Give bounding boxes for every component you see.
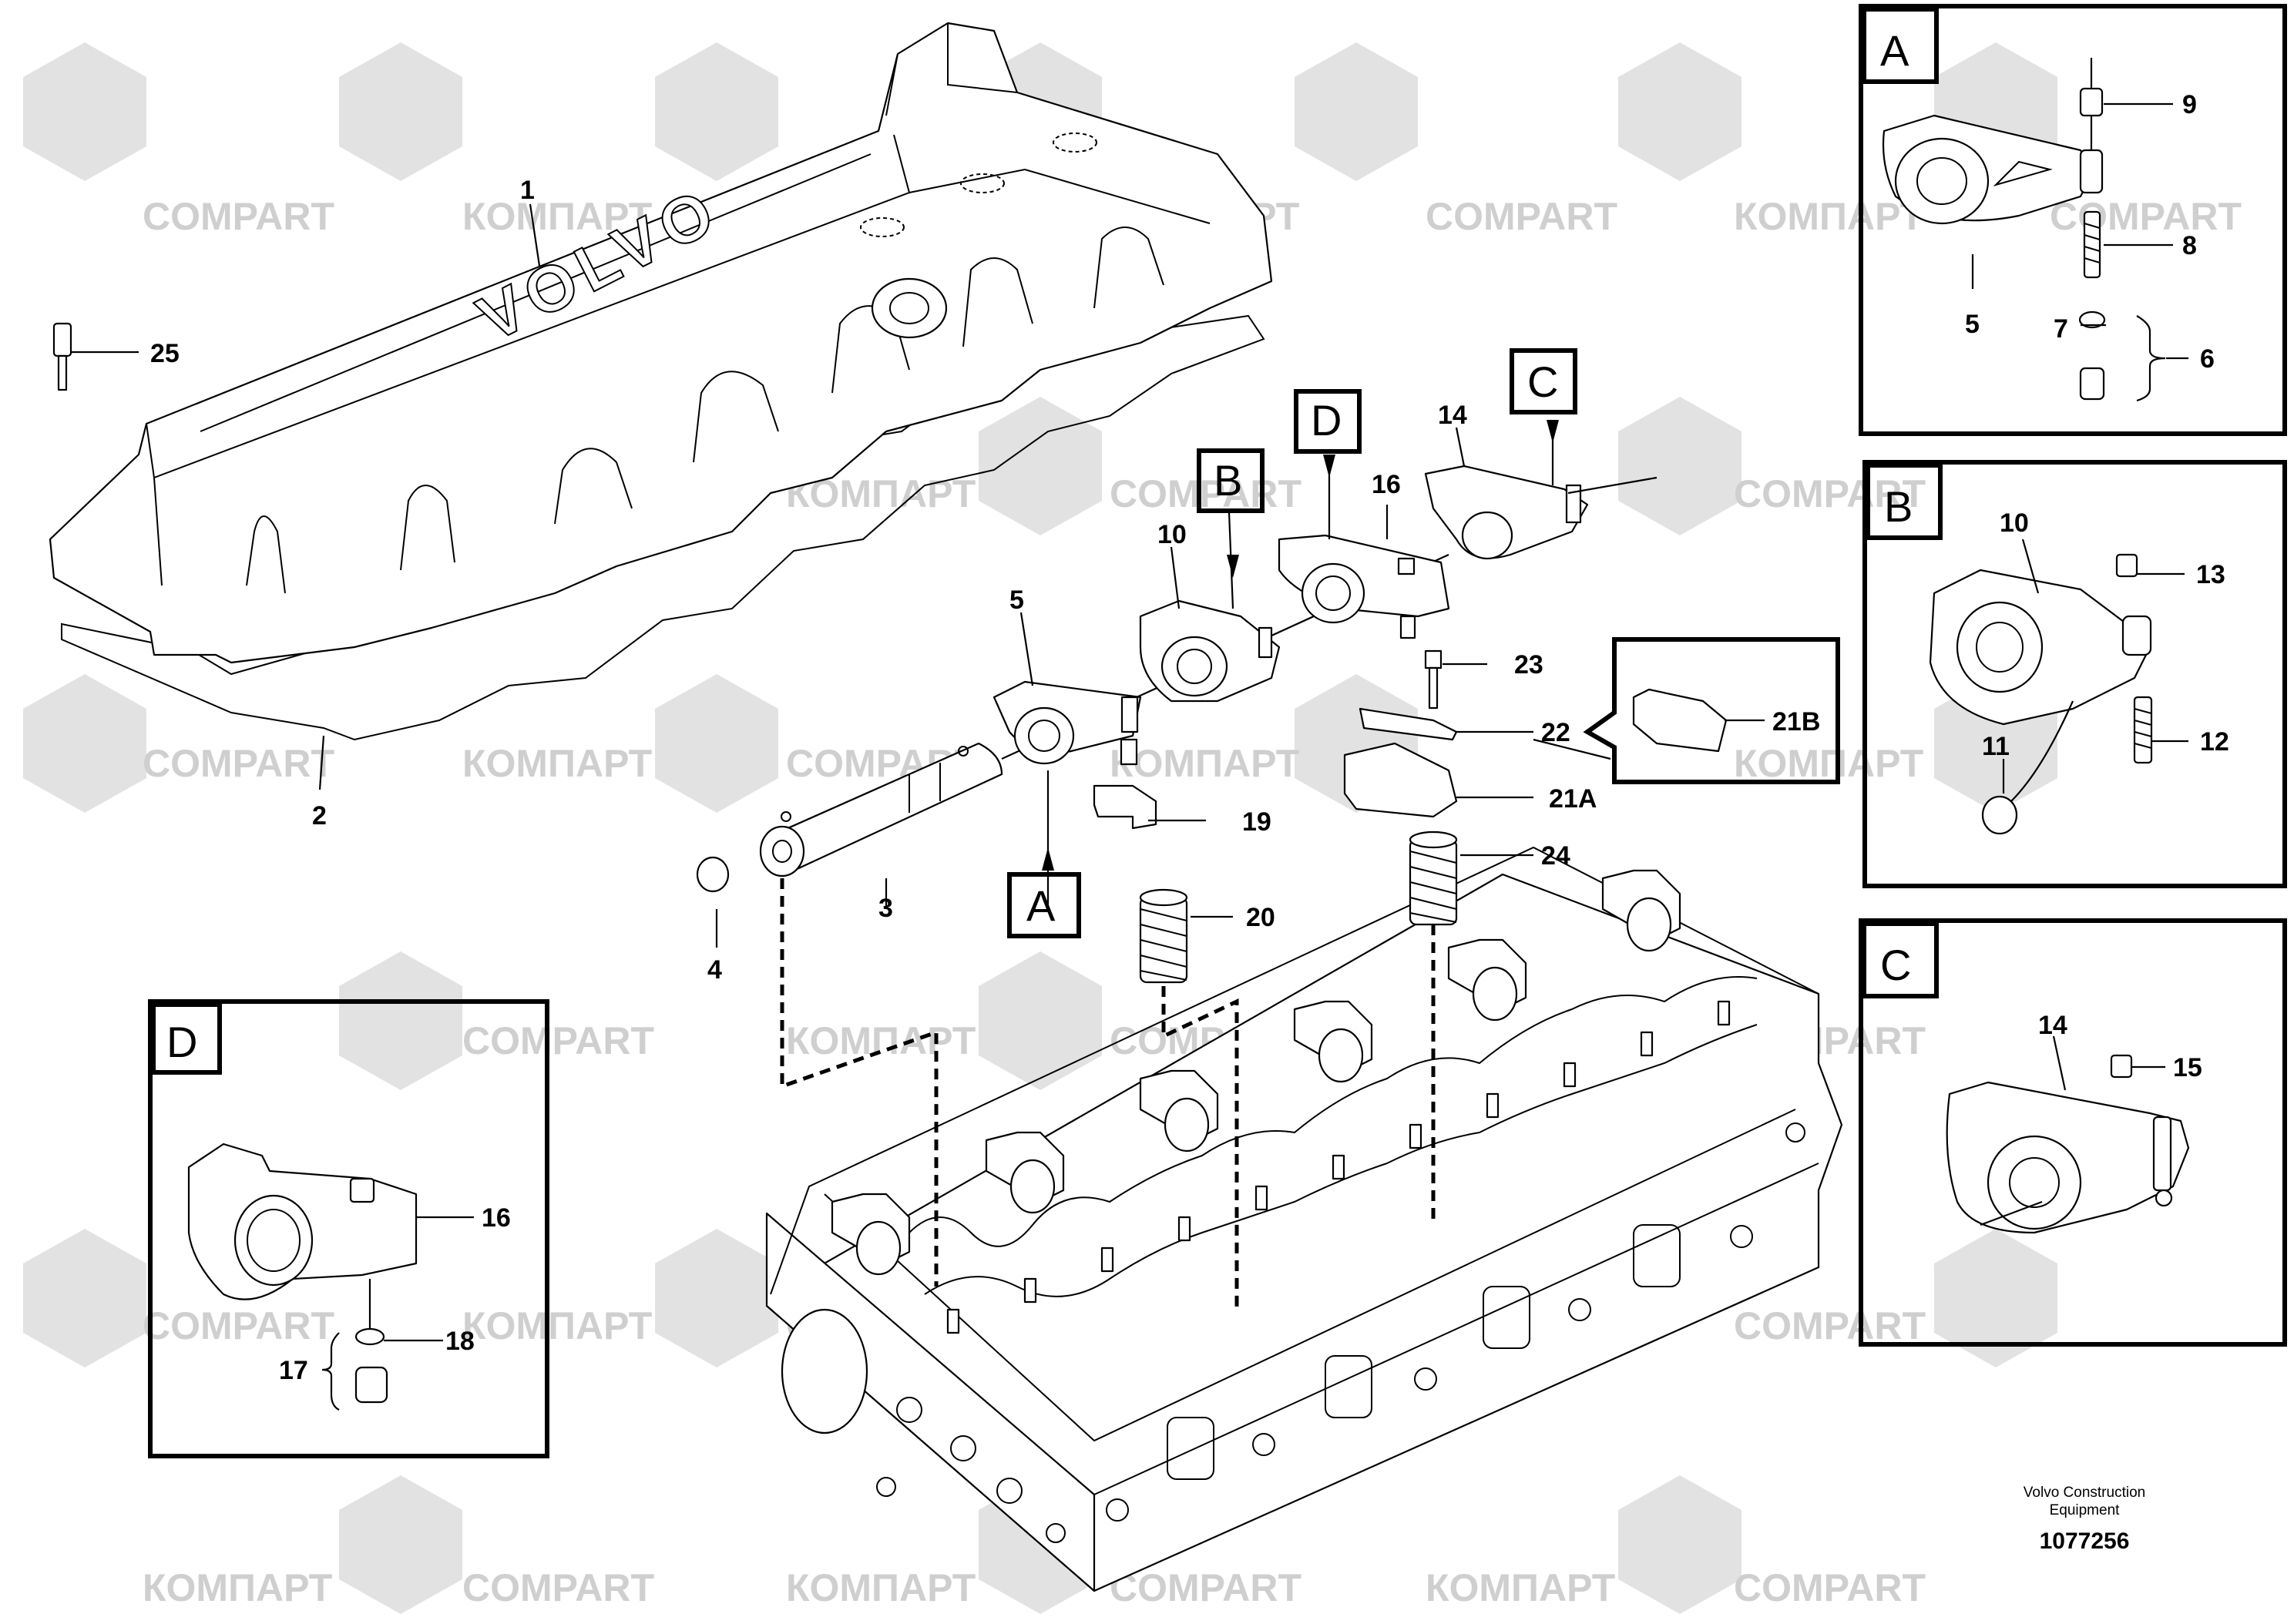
callout-19: 19 xyxy=(1242,807,1271,837)
valve-spring-24 xyxy=(1409,830,1458,926)
watermark-text: COMPART xyxy=(2050,195,2242,238)
detail-a-part-8: 8 xyxy=(2182,231,2197,260)
callout-23: 23 xyxy=(1514,650,1543,679)
detail-b-part-13: 13 xyxy=(2196,560,2225,589)
retainer-22 xyxy=(1359,707,1458,741)
watermark-text: КОМПАРТ xyxy=(143,1566,332,1609)
watermark-text: COMPART xyxy=(143,742,334,785)
callout-2: 2 xyxy=(312,801,327,830)
watermark-text: КОМПАРТ xyxy=(786,1566,976,1609)
callout-14: 14 xyxy=(1438,401,1467,430)
valve-spring-20 xyxy=(1139,888,1188,984)
detail-b-part-12: 12 xyxy=(2200,727,2229,757)
watermark-text: COMPART xyxy=(1734,472,1926,515)
company-name-line1: Volvo Construction xyxy=(2024,1485,2145,1501)
detail-b-part-10: 10 xyxy=(2000,508,2029,538)
valve-bridge-21a xyxy=(1343,742,1458,818)
plug-4 xyxy=(696,856,730,893)
watermark-text: COMPART xyxy=(462,1019,654,1062)
detail-b-label: B xyxy=(1884,482,1913,531)
watermark-text: КОМПАРТ xyxy=(1426,1566,1615,1609)
watermark-text: КОМПАРТ xyxy=(1734,195,1923,238)
callout-20: 20 xyxy=(1246,903,1275,932)
valve-cover xyxy=(49,22,1273,664)
callout-24: 24 xyxy=(1541,841,1570,871)
detail-d-part-17: 17 xyxy=(279,1356,308,1385)
company-name-line2: Equipment xyxy=(2050,1502,2121,1518)
watermark-text: COMPART xyxy=(1110,1566,1302,1609)
watermark-text: КОМПАРТ xyxy=(462,1304,652,1347)
detail-d-part-18: 18 xyxy=(445,1327,475,1356)
view-tag-c: C xyxy=(1527,357,1558,406)
detail-a: A 9 8 5 7 6 xyxy=(1859,4,2287,436)
callout-22: 22 xyxy=(1541,718,1570,747)
detail-c-part-14: 14 xyxy=(2038,1011,2067,1040)
detail-d-label: D xyxy=(166,1018,197,1066)
watermark-text: КОМПАРТ xyxy=(462,742,652,785)
watermark-text: COMPART xyxy=(462,1566,654,1609)
view-tags: A B C D xyxy=(1007,348,1577,938)
callout-3: 3 xyxy=(878,894,893,923)
plug-25 xyxy=(52,322,139,391)
watermark-text: COMPART xyxy=(1734,1566,1926,1609)
watermark-text: КОМПАРТ xyxy=(1734,742,1923,785)
leader-lines xyxy=(318,203,1765,948)
main-callouts: 1 2 3 4 5 10 14 16 19 20 21A 21B 22 23 2… xyxy=(150,176,1820,985)
watermark-text: COMPART xyxy=(1734,1304,1926,1347)
detail-d-part-16: 16 xyxy=(482,1203,511,1233)
detail-a-part-6: 6 xyxy=(2200,344,2215,374)
watermark-text: КОМПАРТ xyxy=(786,1019,976,1062)
view-tag-d: D xyxy=(1311,396,1342,445)
valve-bridge-19 xyxy=(1093,784,1157,830)
detail-b-part-11: 11 xyxy=(1982,732,2010,761)
drawing-number: 1077256 xyxy=(2040,1528,2130,1554)
watermark-text: КОМПАРТ xyxy=(462,195,652,238)
detail-a-part-9: 9 xyxy=(2182,90,2197,119)
inset-21b xyxy=(1583,637,1840,784)
detail-d: D 16 18 17 xyxy=(148,999,549,1458)
cylinder-head xyxy=(765,846,1843,1592)
view-arrows xyxy=(1042,420,1559,871)
callout-16: 16 xyxy=(1372,470,1401,499)
detail-c-label: C xyxy=(1880,941,1911,989)
footer: Volvo Construction Equipment 1077256 xyxy=(2024,1485,2145,1554)
detail-a-part-5: 5 xyxy=(1965,310,1980,339)
bolt-23 xyxy=(1424,649,1443,710)
detail-c-part-15: 15 xyxy=(2173,1053,2202,1082)
callout-4: 4 xyxy=(707,955,722,985)
watermark-text: COMPART xyxy=(143,195,334,238)
detail-a-label: A xyxy=(1880,26,1909,75)
watermark-text: COMPART xyxy=(143,1304,334,1347)
rocker-assembly xyxy=(696,465,1840,1310)
watermark-text: КОМПАРТ xyxy=(1110,742,1299,785)
view-tag-b: B xyxy=(1214,456,1242,505)
callout-25: 25 xyxy=(150,339,180,368)
watermark-text: COMPART xyxy=(1110,472,1302,515)
callout-1: 1 xyxy=(520,176,535,205)
detail-c: C 14 15 xyxy=(1859,918,2287,1347)
view-tag-a: A xyxy=(1026,881,1056,930)
callout-5: 5 xyxy=(1009,586,1024,615)
callout-21a: 21A xyxy=(1549,784,1597,814)
detail-a-part-7: 7 xyxy=(2054,314,2068,344)
callout-10: 10 xyxy=(1157,520,1187,549)
callout-21b: 21B xyxy=(1772,707,1820,737)
watermark-text: COMPART xyxy=(1426,195,1617,238)
detail-b: B 10 13 11 12 xyxy=(1862,460,2287,888)
